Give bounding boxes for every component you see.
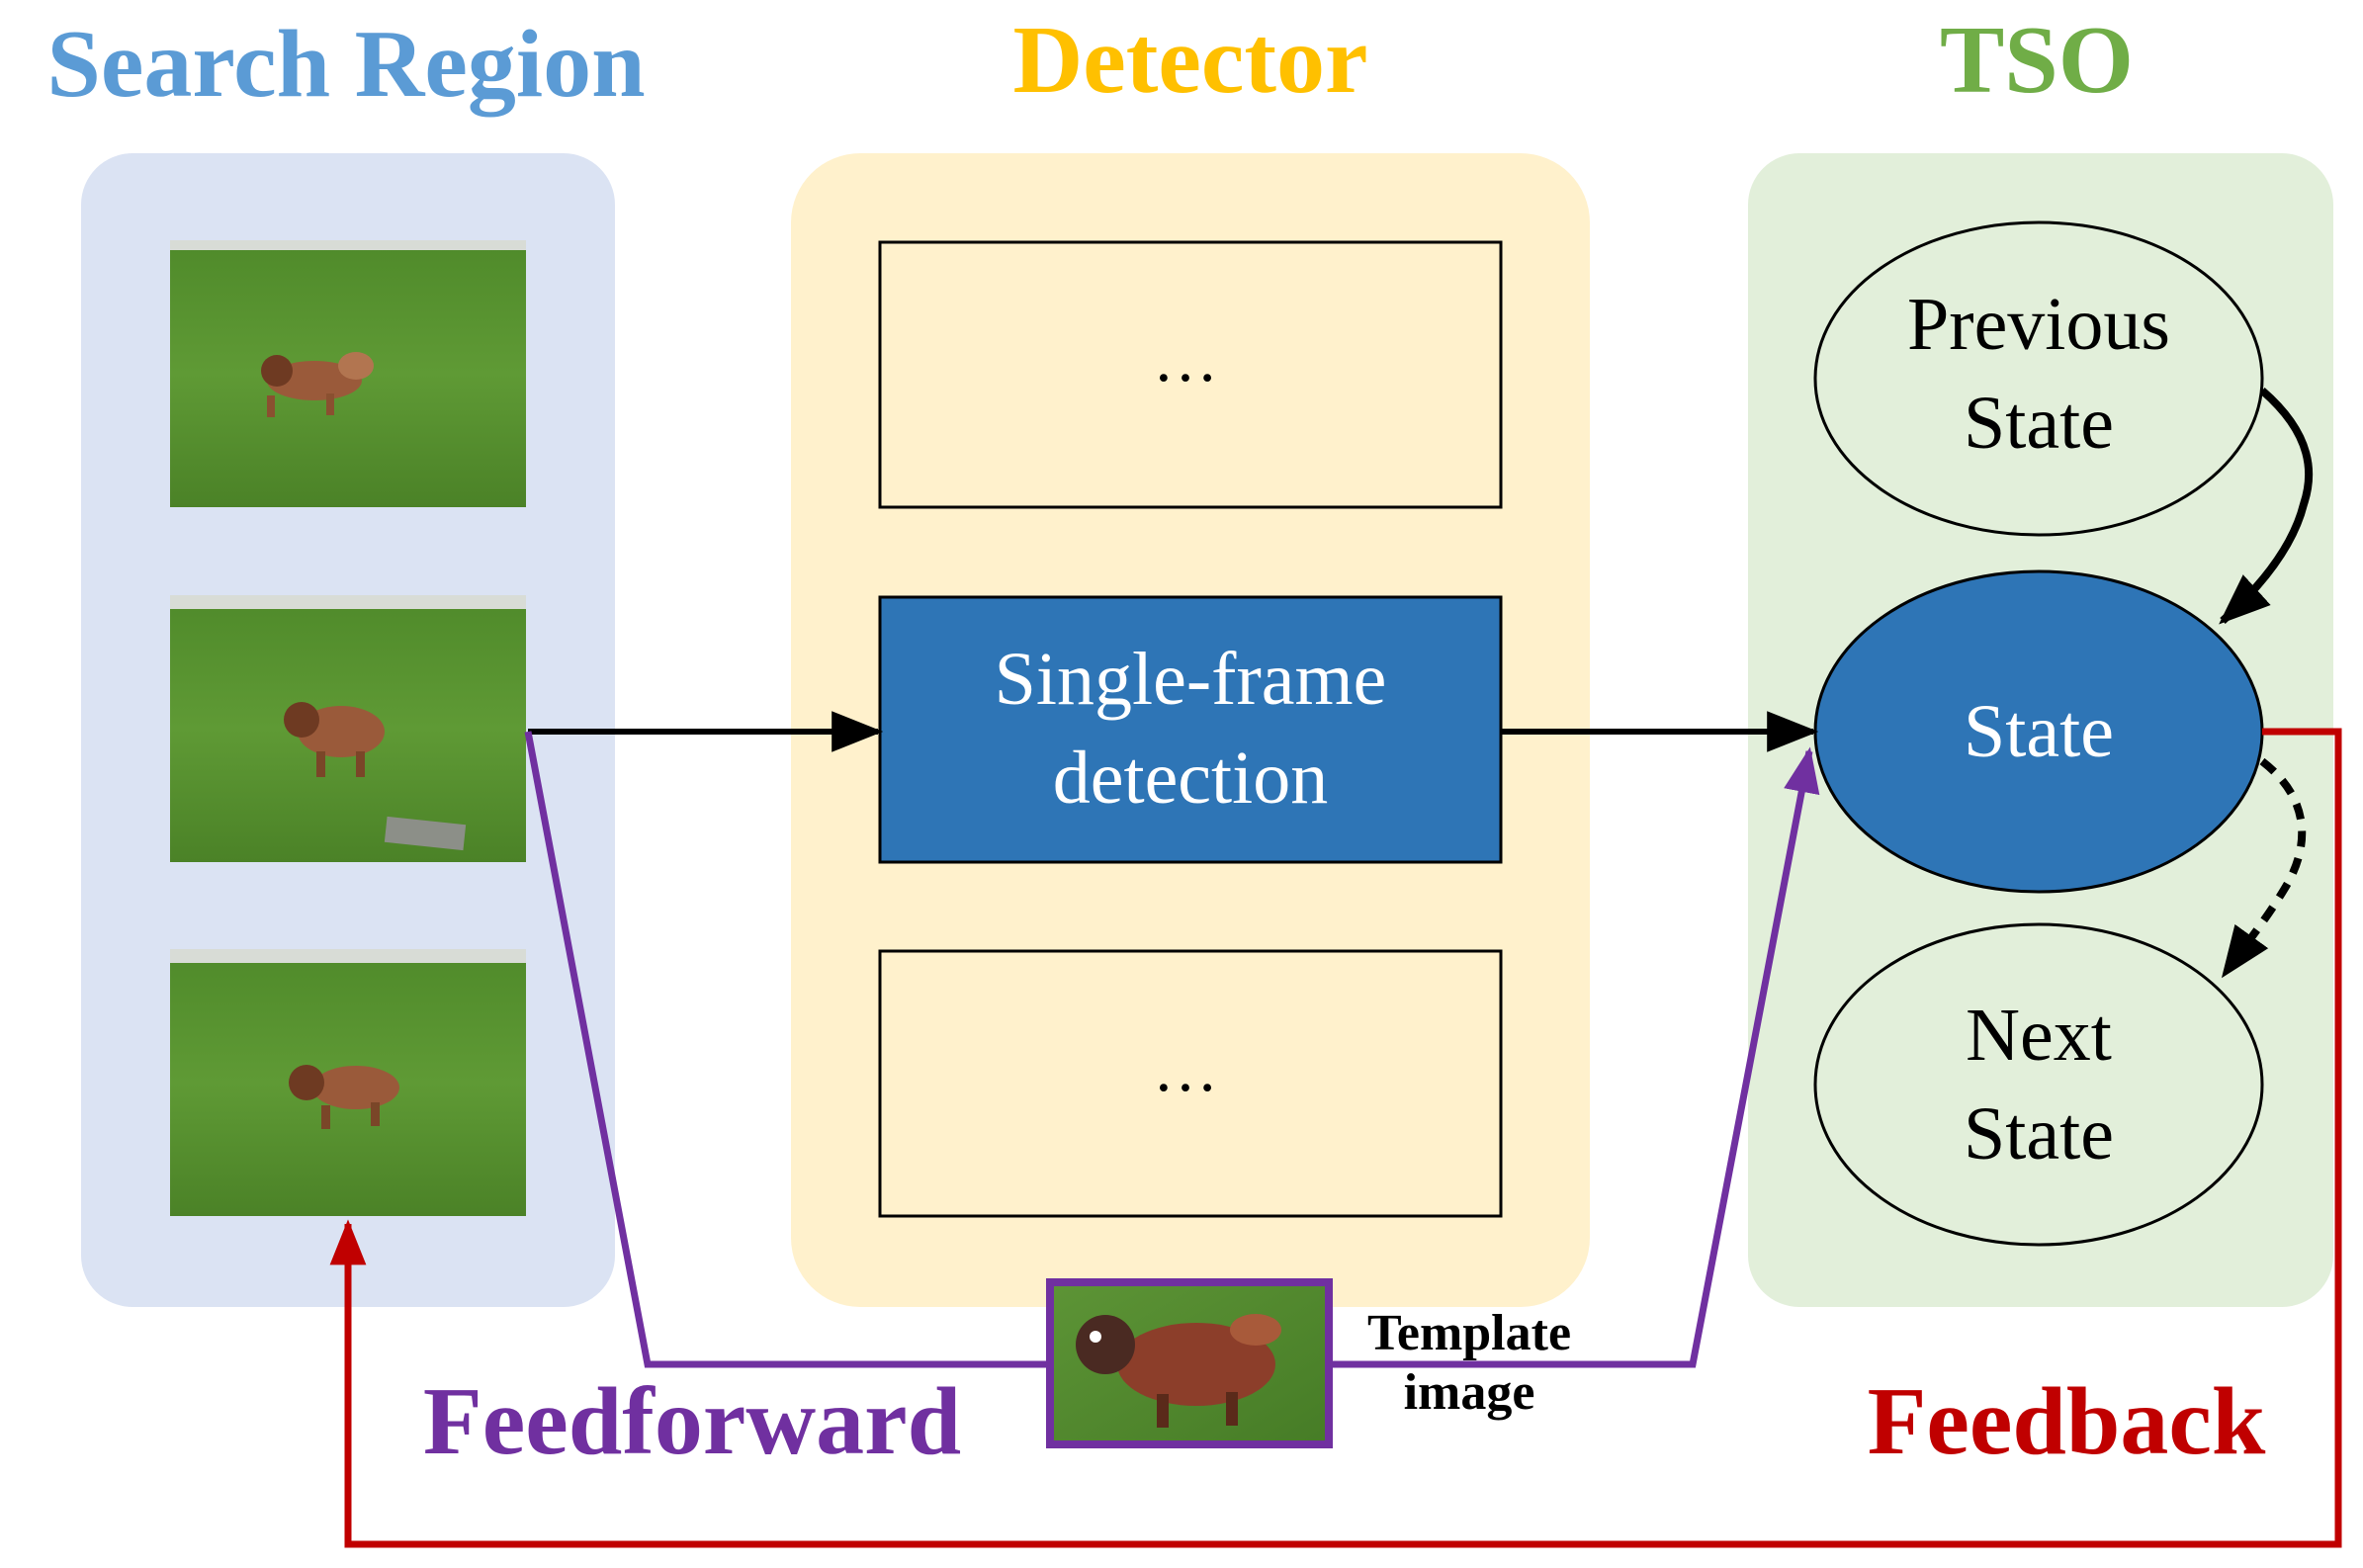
feedback-path (329, 728, 2342, 1548)
template-image (1046, 1278, 1333, 1448)
feedforward-path-to-state (1330, 746, 1820, 1368)
single-frame-detection-box (878, 595, 1503, 864)
previous-state-label-line2: State (1964, 382, 2114, 465)
previous-state-node (1813, 220, 2264, 537)
search-frame-2 (170, 595, 526, 862)
arrow-state-to-next (2221, 757, 2307, 979)
search-region-title: Search Region (46, 11, 645, 118)
feedback-label: Feedback (1868, 1368, 2266, 1475)
tso-title: TSO (1940, 7, 2134, 114)
arrow-previous-to-state (2219, 387, 2314, 625)
search-frame-1 (170, 240, 526, 507)
next-state-node (1813, 922, 2264, 1247)
detector-box-bottom-label: … (1153, 1033, 1228, 1105)
next-state-label-line2: State (1964, 1092, 2114, 1176)
template-label-line2: image (1404, 1364, 1535, 1421)
detector-box-top-label: … (1153, 323, 1228, 395)
state-label: State (1964, 690, 2114, 773)
search-frame-3 (170, 949, 526, 1216)
feedforward-path (524, 731, 1050, 1368)
feedforward-label: Feedforward (423, 1368, 961, 1475)
detector-box-bottom (878, 949, 1503, 1218)
next-state-label-line1: Next (1966, 994, 2112, 1077)
previous-state-label-line1: Previous (1907, 283, 2170, 366)
template-label-line1: Template (1367, 1305, 1571, 1361)
single-frame-detection-label-line2: detection (1053, 737, 1329, 820)
single-frame-detection-label-line1: Single-frame (995, 638, 1387, 721)
detector-box-top (878, 240, 1503, 509)
detector-title: Detector (1012, 7, 1367, 114)
